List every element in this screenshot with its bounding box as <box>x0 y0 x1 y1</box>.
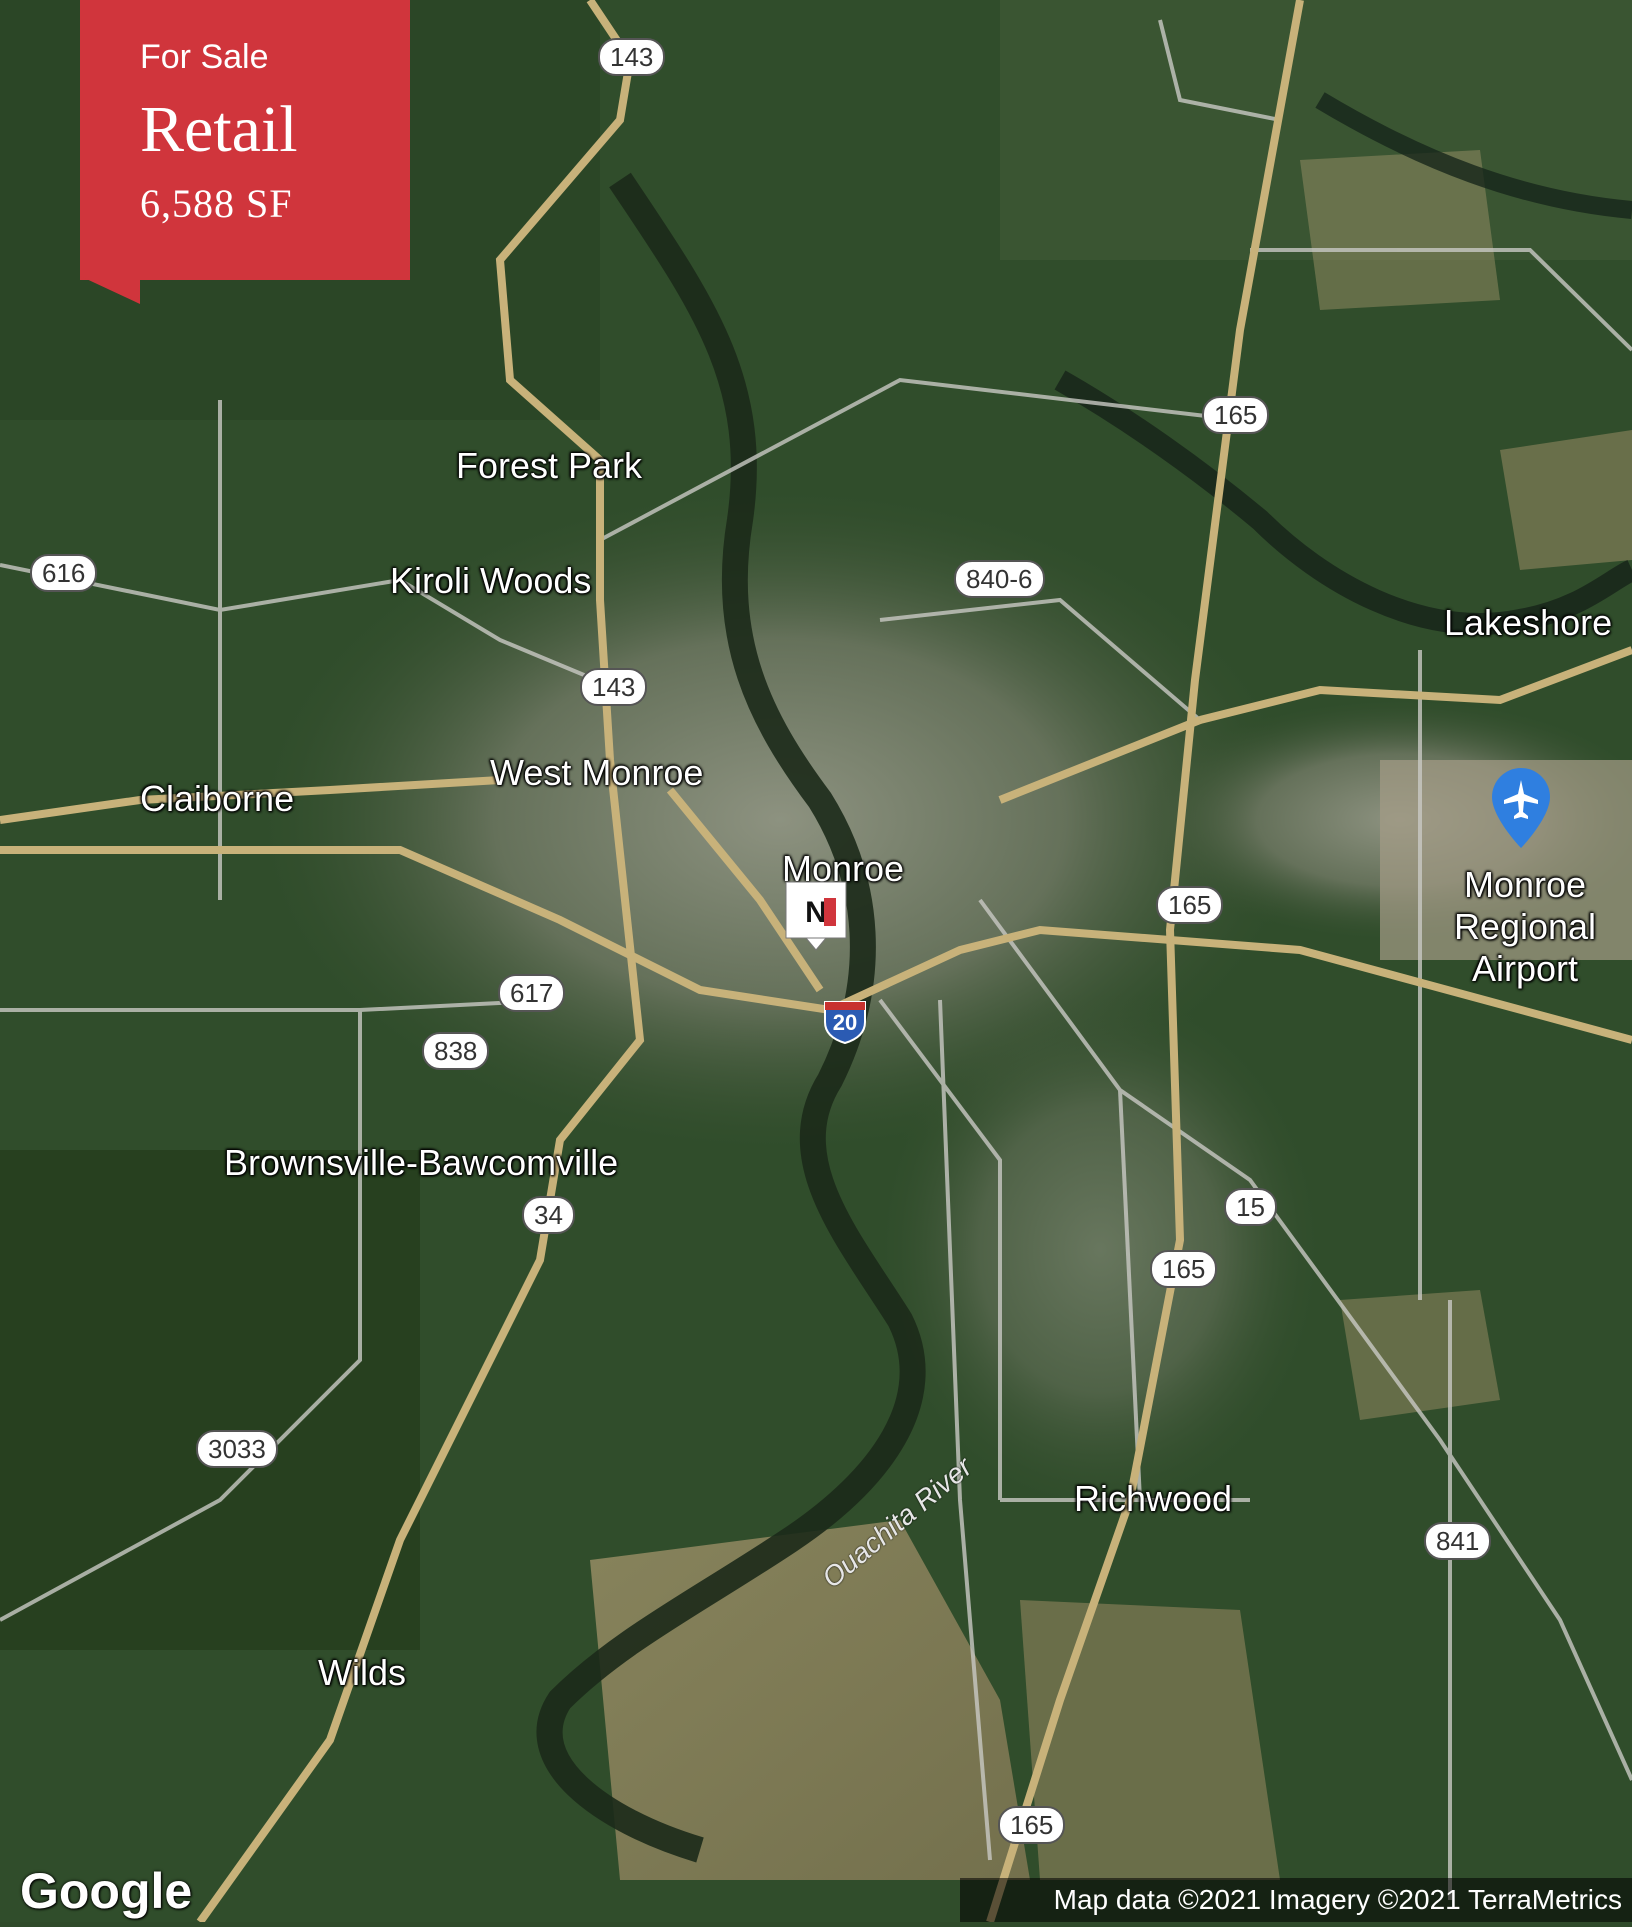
nai-logo-marker-icon[interactable]: N <box>784 880 848 952</box>
route-shield: 840-6 <box>954 560 1045 598</box>
route-shield: 617 <box>498 974 566 1012</box>
listing-status: For Sale <box>140 38 269 76</box>
interstate-number: 20 <box>832 1010 858 1035</box>
place-west-monroe: West Monroe <box>490 752 704 793</box>
google-logo: Google <box>20 1863 193 1919</box>
place-monroe-regional-airport: Monroe Regional Airport <box>1453 864 1597 989</box>
listing-badge: For Sale Retail 6,588 SF <box>80 0 410 280</box>
badge-tail <box>80 276 140 304</box>
listing-size: 6,588 SF <box>140 181 293 226</box>
route-shield: 165 <box>1156 886 1224 924</box>
route-shield: 3033 <box>196 1430 278 1468</box>
place-richwood: Richwood <box>1074 1478 1233 1519</box>
interstate-20-shield: 20 <box>822 998 868 1045</box>
route-shield: 143 <box>598 38 666 76</box>
place-forest-park: Forest Park <box>456 445 643 486</box>
svg-text:N: N <box>805 896 827 929</box>
route-shield: 34 <box>522 1196 575 1234</box>
route-shield: 143 <box>580 668 648 706</box>
route-shield: 165 <box>998 1806 1066 1844</box>
place-claiborne: Claiborne <box>140 778 295 819</box>
map-attribution[interactable]: Map data ©2021 Imagery ©2021 TerraMetric… <box>960 1878 1632 1922</box>
place-kiroli-woods: Kiroli Woods <box>390 560 592 601</box>
place-brownsville-bawcomville: Brownsville-Bawcomville <box>224 1142 619 1183</box>
route-shield: 165 <box>1202 396 1270 434</box>
route-shield: 838 <box>422 1032 490 1070</box>
place-lakeshore: Lakeshore <box>1444 602 1613 643</box>
route-shield: 841 <box>1424 1522 1492 1560</box>
airplane-icon[interactable] <box>1490 766 1552 850</box>
place-wilds: Wilds <box>318 1652 406 1693</box>
route-shield: 15 <box>1224 1188 1277 1226</box>
listing-type: Retail <box>140 93 298 166</box>
route-shield: 616 <box>30 554 98 592</box>
route-shield: 165 <box>1150 1250 1218 1288</box>
